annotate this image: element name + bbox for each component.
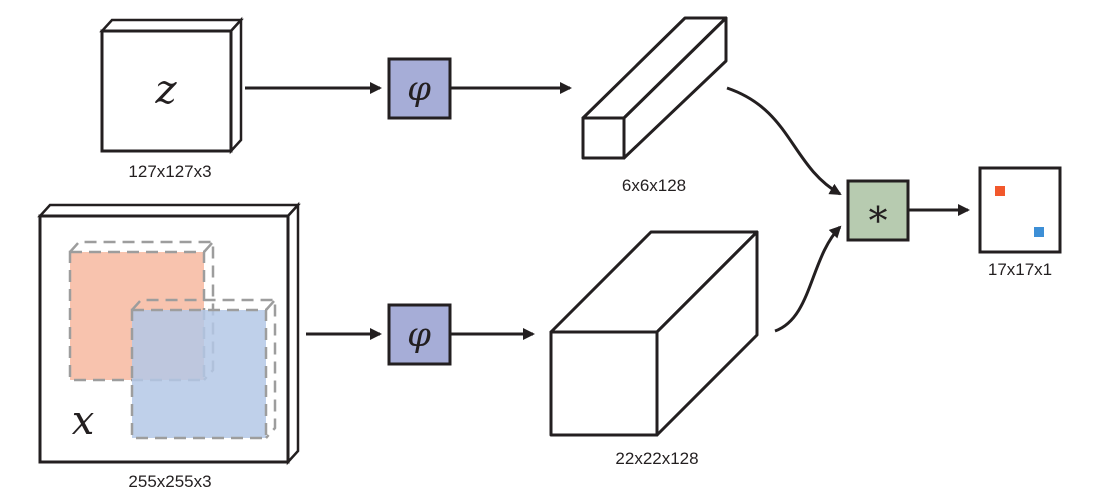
- search-feature-map: [549, 230, 759, 437]
- output-score-map: [978, 166, 1062, 254]
- arrow-template-features-to-correlation: [726, 86, 842, 196]
- arrow-search-features-to-correlation: [774, 225, 842, 333]
- output-marker-second: [1034, 227, 1044, 237]
- candidate-region-second: [130, 298, 277, 440]
- embedding-box-template: [387, 57, 452, 120]
- embedding-symbol-template: φ: [407, 69, 431, 109]
- embedding-symbol-search: φ: [407, 315, 431, 355]
- cross-correlation-symbol: ∗: [865, 191, 891, 235]
- template-feature-size-label: 6x6x128: [622, 176, 686, 195]
- cross-correlation-box: [846, 179, 910, 242]
- template-size-label: 127x127x3: [128, 162, 211, 181]
- search-size-label: 255x255x3: [128, 472, 211, 491]
- output-marker-first: [995, 186, 1005, 196]
- template-image-box: [99, 16, 244, 155]
- template-symbol: z: [154, 67, 177, 113]
- search-feature-size-label: 22x22x128: [615, 449, 698, 468]
- output-size-label: 17x17x1: [988, 260, 1052, 279]
- search-symbol: x: [72, 398, 95, 444]
- template-feature-map: [581, 16, 728, 160]
